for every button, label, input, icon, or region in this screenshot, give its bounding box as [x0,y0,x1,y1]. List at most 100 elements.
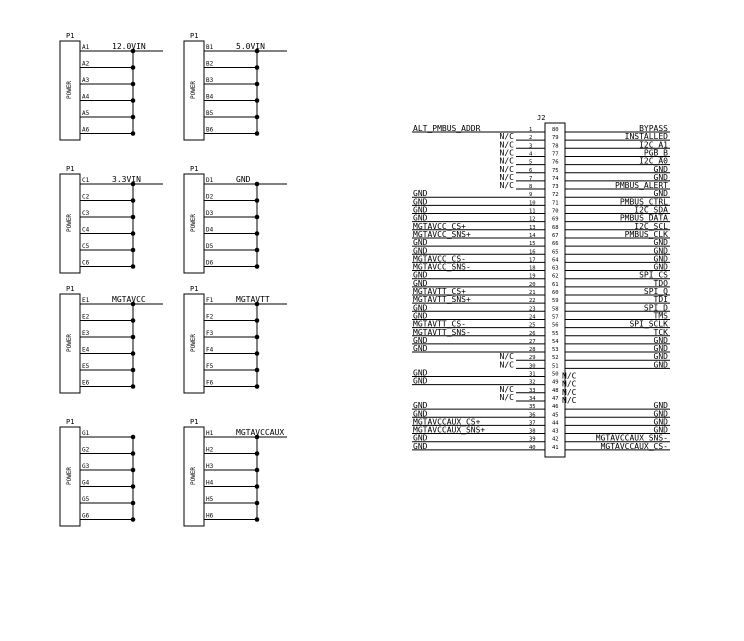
net-label: 5.0VIN [236,42,265,51]
pin-label: C6 [82,260,90,267]
connector-type-label: POWER [190,214,197,232]
header-pin-number: 11 [529,209,536,215]
header-pin-number: 72 [552,192,559,198]
pin-label: H3 [206,463,214,470]
connector-ref: P1 [190,418,198,426]
header-pin-number: 68 [552,225,559,231]
connector-ref: P1 [190,165,198,173]
header-net-label: PMBUS_CTRL [620,197,668,206]
header-net-label: N/C [562,372,577,381]
pin-label: F5 [206,363,214,370]
connector-type-label: POWER [190,81,197,99]
header-pin-number: 42 [552,437,559,443]
pin-label: D6 [206,260,214,267]
header-pin-number: 46 [552,404,559,410]
header-pin-number: 53 [552,347,559,353]
header-net-label: N/C [500,385,515,394]
pin-label: C2 [82,194,90,201]
header-pin-number: 12 [529,217,536,223]
pin-label: C1 [82,177,90,184]
header-pin-number: 22 [529,298,536,304]
connector-type-label: POWER [66,334,73,352]
pin-label: F6 [206,380,214,387]
header-net-label: TCK [654,328,669,337]
header-pin-number: 45 [552,412,559,418]
header-pin-number: 14 [529,233,536,239]
header-net-label: GND [413,189,428,198]
header-pin-number: 49 [552,380,559,386]
header-net-label: GND [654,426,669,435]
header-net-label: GND [654,344,669,353]
header-pin-number: 64 [552,257,559,263]
header-pin-number: 50 [552,372,559,378]
pin-label: H1 [206,430,214,437]
header-pin-number: 16 [529,249,536,255]
header-pin-number: 13 [529,225,536,231]
header-pin-number: 39 [529,437,536,443]
header-pin-number: 6 [529,168,532,174]
pin-label: D1 [206,177,214,184]
header-pin-number: 20 [529,282,536,288]
pin-label: A5 [82,110,90,117]
header-pin-number: 27 [529,339,536,345]
pin-label: C4 [82,227,90,234]
header-pin-number: 70 [552,209,559,215]
header-net-label: N/C [500,148,515,157]
header-pin-number: 60 [552,290,559,296]
header-pin-number: 32 [529,380,536,386]
header-net-label: GND [654,238,669,247]
pin-label: D4 [206,227,214,234]
connector-type-label: POWER [66,81,73,99]
connector-ref: P1 [66,165,74,173]
header-net-label: GND [413,369,428,378]
header-pin-number: 8 [529,184,532,190]
header-pin-number: 31 [529,372,536,378]
connector-ref: P1 [190,285,198,293]
header-net-label: MGTAVCCAUX_SNS- [596,434,668,443]
pin-label: D3 [206,210,214,217]
pin-label: B5 [206,110,214,117]
header-net-label: MGTAVCC_SNS- [413,263,471,272]
pin-label: G2 [82,447,90,454]
pin-label: D2 [206,194,214,201]
pin-label: A2 [82,61,90,68]
header-net-label: N/C [562,388,577,397]
pin-label: A4 [82,94,90,101]
header-pin-number: 55 [552,331,559,337]
header-net-label: GND [654,189,669,198]
header-net-label: N/C [500,181,515,190]
header-net-label: INSTALLED [625,132,669,141]
header-pin-number: 10 [529,200,536,206]
header-pin-number: 56 [552,323,559,329]
pin-label: E5 [82,363,90,370]
header-net-label: BYPASS [639,124,668,133]
pin-label: G6 [82,513,90,520]
header-net-label: TDO [654,279,669,288]
header-pin-number: 34 [529,396,536,402]
net-label: MGTAVTT [236,295,270,304]
connector-type-label: POWER [190,467,197,485]
header-net-label: N/C [562,380,577,389]
header-net-label: N/C [500,352,515,361]
header-net-label: I2C_SDA [634,206,668,215]
header-net-label: GND [413,206,428,215]
header-net-label: GND [654,263,669,272]
header-pin-number: 57 [552,314,559,320]
pin-label: H4 [206,480,214,487]
pin-label: E6 [82,380,90,387]
header-pin-number: 77 [552,151,559,157]
header-net-label: GND [654,352,669,361]
pin-label: F2 [206,314,214,321]
header-pin-number: 1 [529,127,532,133]
connector-type-label: POWER [66,467,73,485]
header-net-label: ALT_PMBUS_ADDR [413,124,481,133]
pin-label: B3 [206,77,214,84]
net-label: GND [236,175,251,184]
connector-ref: P1 [66,418,74,426]
header-net-label: GND [654,246,669,255]
header-net-label: MGTAVCCAUX_SNS+ [413,426,485,435]
header-net-label: TMS [654,311,669,320]
header-net-label: I2C_SCL [634,222,668,231]
pin-label: B6 [206,127,214,134]
